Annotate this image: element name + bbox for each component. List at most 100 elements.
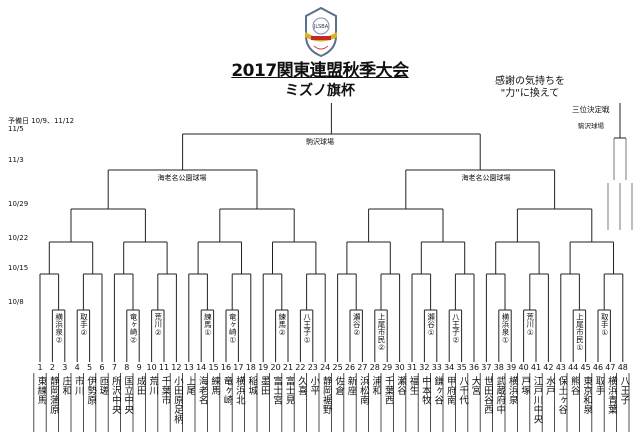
team-name: 練馬 [209,376,221,395]
team-number: 31 [406,363,418,372]
team-name: 千葉市 [159,376,171,405]
team-number: 48 [617,363,628,372]
team-name: 八王子 [618,376,630,405]
team-name: 中本牧 [419,376,431,405]
team-name: 熊谷 [568,376,580,395]
team-name: 富士宮 [271,376,283,405]
venue-semifinal-left: 海老名公園球場 [157,174,207,182]
team-number: 35 [456,363,467,372]
team-name: 甲府南 [444,376,456,405]
team-number: 37 [481,363,492,372]
reserve-days: 予備日 10/9、11/12 [8,117,75,125]
team-number: 12 [171,363,182,372]
team-number: 13 [183,363,194,372]
team-number: 6 [99,363,105,372]
team-number: 25 [332,363,343,372]
seed-label: 荒川② [153,313,163,337]
team-name: 横浜青葉 [605,376,617,414]
team-number: 15 [208,363,219,372]
team-number: 27 [357,363,368,372]
seed-label: 竜ヶ崎① [228,313,238,345]
team-name: 保土ヶ谷 [556,376,568,414]
team-number: 40 [518,363,529,372]
team-number: 23 [307,363,318,372]
seed-label: 瀬谷① [426,313,436,337]
team-name: 市川 [72,376,84,395]
seed-label: 横浜泉① [501,313,510,345]
team-name: 庄和 [60,376,72,395]
team-number: 34 [444,363,455,372]
svg-text:JLSBA: JLSBA [313,24,329,30]
seed-label: 上尾市民② [377,313,386,352]
team-name: 富士見 [283,376,295,405]
team-number: 5 [87,363,93,372]
team-number: 36 [468,363,480,372]
team-number: 26 [344,363,356,372]
team-number: 45 [580,363,591,372]
team-name: 竜ヶ崎 [221,376,233,405]
venue-final: 駒沢球場 [306,138,334,146]
team-number: 9 [136,363,142,372]
team-name: 取手 [593,376,605,395]
seed-label: 瀬谷② [352,313,362,337]
team-number: 32 [419,363,430,372]
team-number: 19 [258,363,269,372]
team-name: 浜松南 [357,376,369,405]
team-number: 47 [605,363,616,372]
seed-label: 八王子① [302,313,312,345]
team-name: 大宮 [469,376,481,395]
team-number: 4 [74,363,80,372]
team-name: 国立中央 [122,376,134,414]
date-round-1: 10/8 [8,298,24,306]
seed-label: 取手② [79,313,89,337]
team-number: 10 [146,363,157,372]
team-name: 瀬谷 [395,376,407,395]
slogan-line-1: 感謝の気持ちを [495,76,565,87]
team-name: 荒川 [147,376,159,395]
team-number: 41 [530,363,542,372]
date-round-4: 10/22 [8,234,29,242]
third-place-title: 三位決定戦 [572,105,610,114]
team-number: 1 [37,363,43,372]
team-name: 成田 [134,376,146,395]
team-number: 20 [270,363,281,372]
page-title: 2017関東連盟秋季大会 [231,61,409,81]
team-name: 水戸 [543,376,555,395]
seed-label: 練馬② [277,313,287,337]
team-name: 新座 [345,376,357,395]
date-quarterfinal: 10/29 [8,200,29,208]
team-name: 伊勢原 [85,376,97,405]
team-number: 21 [282,363,294,372]
third-place-venue: 駒沢球場 [578,122,604,130]
team-number: 39 [506,363,517,372]
team-name: 小田原足柄 [171,376,183,424]
date-semifinal: 11/3 [8,156,24,164]
team-name: 久喜 [295,376,307,395]
team-name: 小平 [308,376,320,395]
page-subtitle: ミズノ旗杯 [285,83,355,99]
team-number: 38 [493,363,504,372]
team-name: 静岡蒲原 [47,376,59,414]
team-name: 戸塚 [519,376,531,395]
date-round-2: 10/15 [8,264,29,272]
seed-label: 横浜泉② [54,313,64,345]
team-name: 千葉西 [382,376,394,405]
team-name: 鎌ヶ谷 [432,376,444,405]
team-number: 29 [382,363,393,372]
team-number: 28 [369,363,380,372]
team-name: 東京和泉 [581,376,593,414]
seed-label: 竜ヶ崎② [129,313,138,345]
team-name: 佐倉 [333,376,345,395]
seed-label: 荒川① [525,313,535,337]
team-name: 東練馬 [35,376,47,405]
team-number: 24 [320,363,331,372]
team-number: 30 [394,363,405,372]
team-number: 3 [62,363,68,372]
team-name: 匝瑳 [97,376,109,395]
team-name: 江戸川中央 [531,376,543,424]
team-name: 墨田 [258,376,270,395]
team-name: 上尾 [184,376,196,395]
team-name: 海老名 [196,376,208,405]
team-name: 八千代 [457,376,469,405]
